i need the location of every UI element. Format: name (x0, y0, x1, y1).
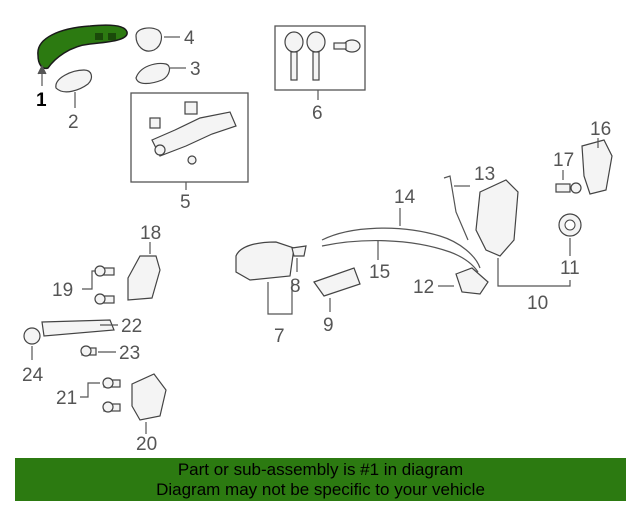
part-5-frame (149, 101, 237, 165)
callout-23: 23 (119, 343, 140, 364)
leader-19 (82, 270, 96, 290)
callout-1: 1 (36, 90, 47, 111)
callout-6: 6 (312, 103, 323, 124)
part-3 (135, 62, 171, 85)
part-10-lock (475, 179, 519, 257)
callout-3: 3 (190, 59, 201, 80)
part-18 (127, 255, 161, 301)
banner-line-2: Diagram may not be specific to your vehi… (156, 480, 485, 499)
leader-10 (497, 258, 571, 287)
callout-9: 9 (323, 315, 334, 336)
part-20 (131, 373, 167, 421)
part-14-cable (321, 227, 481, 269)
part-17-bolt (555, 182, 582, 194)
callout-5: 5 (180, 192, 191, 213)
callout-10: 10 (527, 293, 548, 314)
part-15-cable (321, 240, 479, 273)
part-24 (23, 327, 41, 345)
callout-16: 16 (590, 119, 611, 140)
banner-line-1: Part or sub-assembly is #1 in diagram (177, 460, 464, 479)
part-12 (455, 267, 489, 295)
part-9 (313, 267, 361, 297)
leader-1 (37, 64, 47, 86)
leader-7 (267, 282, 293, 315)
callout-21: 21 (56, 388, 77, 409)
callout-15: 15 (369, 262, 390, 283)
part-6-keys (284, 31, 361, 81)
callout-22: 22 (121, 316, 142, 337)
callout-17: 17 (553, 150, 574, 171)
part-8 (291, 245, 307, 257)
part-23-bolt (80, 345, 97, 357)
part-6-box (274, 25, 366, 91)
part-21-bolts (102, 377, 121, 413)
part-7-inside-handle (235, 241, 295, 281)
callout-8: 8 (290, 276, 301, 297)
leader-21 (80, 382, 100, 398)
callout-18: 18 (140, 223, 161, 244)
part-22-check-arm (41, 319, 115, 337)
part-5-box (130, 92, 249, 183)
callout-4: 4 (184, 28, 195, 49)
callout-20: 20 (136, 434, 157, 455)
parts-diagram: 1 2 4 3 5 6 16 17 (22, 24, 613, 455)
part-1-outside-handle[interactable] (37, 24, 128, 70)
callout-24: 24 (22, 365, 44, 386)
info-banner: Part or sub-assembly is #1 in diagram Di… (15, 458, 626, 501)
callout-19: 19 (52, 280, 73, 301)
callout-14: 14 (394, 187, 416, 208)
callout-12: 12 (413, 277, 434, 298)
part-19-bolts (94, 265, 115, 305)
callout-7: 7 (274, 326, 285, 347)
part-2 (55, 69, 93, 93)
part-4 (135, 27, 163, 52)
part-13-rod (443, 175, 469, 241)
callout-11: 11 (560, 258, 580, 279)
part-16 (581, 139, 613, 195)
part-11-washer (558, 213, 582, 237)
callout-2: 2 (68, 112, 79, 133)
callout-13: 13 (474, 164, 495, 185)
